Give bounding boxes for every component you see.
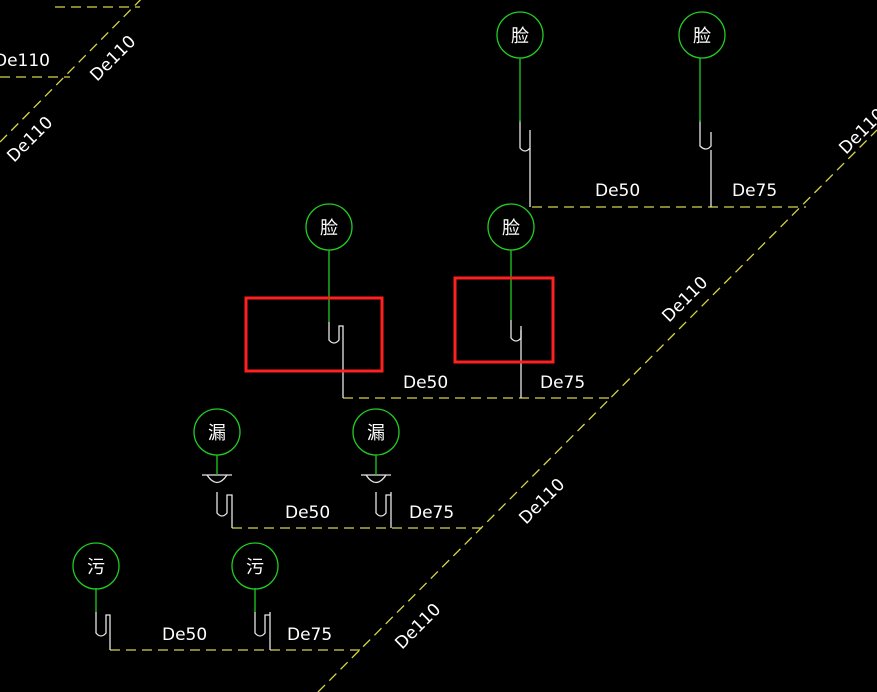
riser-stubs [269,150,712,650]
floor-drain-1-label: 漏 [208,423,226,444]
upper-left-stub-label: De110 [0,51,50,71]
washbasin-4-label: 脸 [502,218,520,239]
sewage-1-circle [72,542,120,590]
trap-floor-drain-1 [216,492,233,528]
diagonal-labels: De110 De110 De110 De110 De110 De110 [3,32,877,654]
right-top-diag-label: De110 [835,105,877,159]
row3-label-de75: De75 [409,503,454,523]
trap-washbasin-2 [699,120,712,150]
fixture-circles [72,11,726,590]
washbasin-3-circle [305,203,353,251]
branch-labels: De50 De75 De50 De75 De50 De75 De50 De75 … [0,51,777,645]
washbasin-3-label: 脸 [320,218,338,239]
floor-drain-2-circle [352,408,400,456]
washbasin-4-circle [487,203,535,251]
traps [95,120,712,650]
floor-drain-2-bowl [365,474,387,484]
washbasin-1-circle [496,11,544,59]
trap-sewage-2 [254,612,270,637]
fixture-labels: 脸 脸 脸 脸 漏 漏 污 污 [87,26,711,578]
trap-sewage-1 [95,612,111,650]
right-main-pipe [317,129,877,692]
upper-left-main-pipe [0,0,142,143]
bottom-diag-label: De110 [391,600,445,654]
floor-drain-1-circle [193,408,241,456]
washbasin-2-circle [678,11,726,59]
row2-label-de50: De50 [403,373,448,393]
trap-washbasin-1 [519,120,531,207]
row4-label-de75: De75 [287,625,332,645]
fixture-leaders [95,58,701,612]
sewage-1-label: 污 [87,557,105,578]
washbasin-1-label: 脸 [511,26,529,47]
floor-drain-2-label: 漏 [367,423,385,444]
lower-diag-label: De110 [515,475,569,529]
row3-label-de50: De50 [285,503,330,523]
row4-label-de50: De50 [162,625,207,645]
trap-washbasin-3 [328,322,344,398]
floor-drain-1-bowl [206,474,228,484]
row2-label-de75: De75 [540,373,585,393]
washbasin-2-label: 脸 [693,26,711,47]
mid-diag-label: De110 [658,273,712,327]
branch-pipes [110,206,806,651]
highlight-boxes [244,276,555,373]
upper-left-diag-label-1: De110 [86,32,140,86]
row1-label-de75: De75 [732,181,777,201]
highlight-box-left [244,296,384,373]
sewage-2-circle [231,542,279,590]
highlight-box-right [453,276,555,364]
row1-label-de50: De50 [595,181,640,201]
upper-left-diag-label-2: De110 [3,113,57,167]
trap-floor-drain-2 [375,492,391,517]
trap-washbasin-4 [510,320,522,342]
sewage-2-label: 污 [246,557,264,578]
floor-drain-funnels [202,474,391,484]
